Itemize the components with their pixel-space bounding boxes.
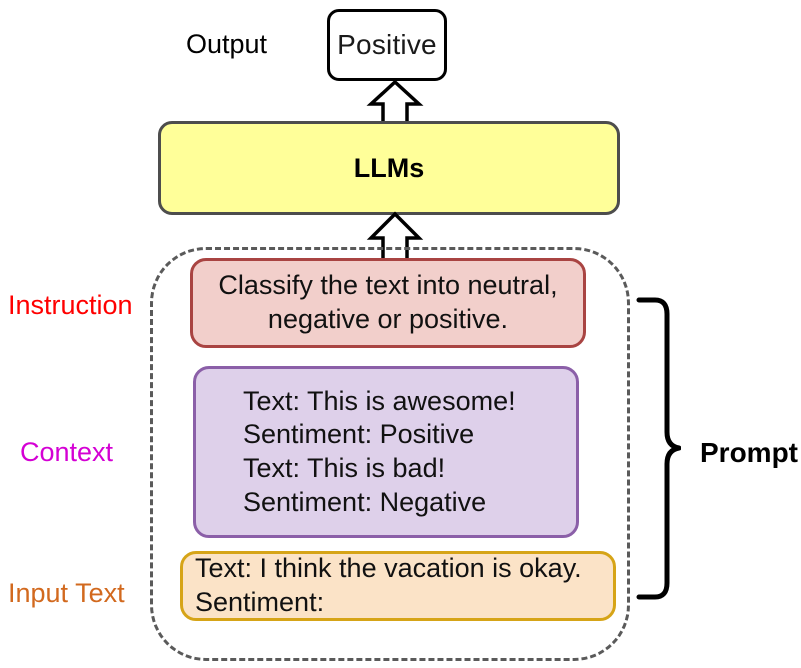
output-node-text: Positive [337, 29, 437, 60]
output-node: Positive [327, 9, 447, 81]
input-text-line-2: Sentiment: [195, 587, 325, 617]
instruction-line-1: Classify the text into neutral, [218, 270, 558, 301]
instruction-label: Instruction [8, 290, 133, 320]
context-label: Context [20, 437, 114, 467]
llm-node: LLMs [158, 121, 620, 215]
input-text-label: Input Text [8, 578, 125, 608]
prompt-container [150, 247, 630, 661]
input-text-box: Text: I think the vacation is okay. Sent… [180, 551, 616, 621]
arrow-up-icon-llm-to-output [366, 79, 424, 126]
prompt-label: Prompt [700, 437, 798, 468]
input-text-line-1: Text: I think the vacation is okay. [195, 553, 582, 584]
instruction-box: Classify the text into neutral, negative… [190, 258, 586, 348]
llm-node-text: LLMs [353, 152, 425, 183]
context-line-2: Sentiment: Positive [243, 419, 475, 450]
curly-brace-icon [636, 297, 681, 600]
context-line-4: Sentiment: Negative [243, 486, 487, 517]
output-label: Output [186, 29, 268, 59]
context-line-1: Text: This is awesome! [243, 385, 516, 416]
context-box: Text: This is awesome! Sentiment: Positi… [193, 366, 579, 538]
instruction-line-2: negative or positive. [267, 304, 509, 334]
context-line-3: Text: This is bad! [243, 453, 446, 483]
